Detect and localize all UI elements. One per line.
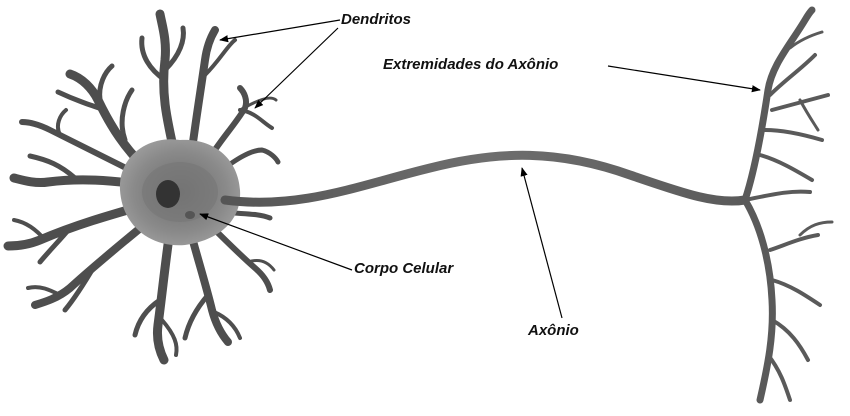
arrow-dendritos-1 bbox=[219, 19, 341, 43]
arrows bbox=[199, 19, 761, 319]
arrow-extremidades bbox=[607, 65, 761, 93]
axon bbox=[220, 150, 750, 207]
label-dendritos: Dendritos bbox=[341, 11, 412, 28]
label-extremidades-do-axonio: Extremidades do Axônio bbox=[383, 56, 559, 73]
dendrites bbox=[3, 9, 281, 365]
nucleus bbox=[156, 180, 180, 208]
arrow-dendritos-2 bbox=[254, 27, 339, 109]
cell-body bbox=[119, 139, 241, 246]
axon-terminals bbox=[741, 6, 834, 404]
label-corpo-celular: Corpo Celular bbox=[354, 260, 454, 277]
arrow-corpo-celular bbox=[199, 213, 353, 271]
label-axonio: Axônio bbox=[528, 322, 579, 339]
arrow-axonio bbox=[520, 167, 563, 319]
